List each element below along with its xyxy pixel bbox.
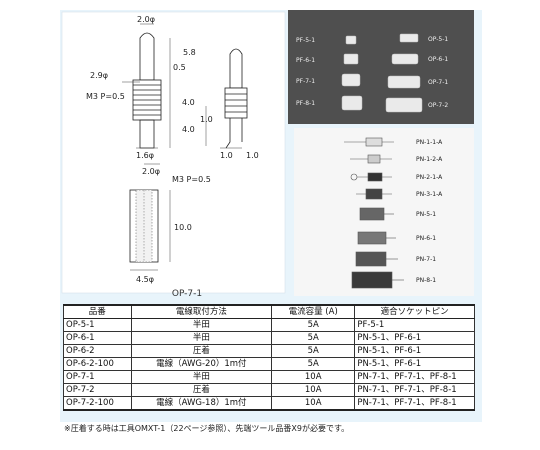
photo-label-pn-7-1: PN-7-1 xyxy=(416,256,436,263)
pin-crimp-view xyxy=(224,48,248,149)
header-part-number: 品番 xyxy=(63,304,132,319)
table-row: OP-7-2-100 電線（AWG-18）1m付 10A PN-7-1、PF-7… xyxy=(63,396,475,411)
cell-part: OP-5-1 xyxy=(63,318,132,332)
cell-socket: PN-7-1、PF-7-1、PF-8-1 xyxy=(354,396,475,411)
drawing-caption: OP-7-1 xyxy=(171,289,203,299)
pin-side-view xyxy=(132,32,162,149)
dim-len-10h: 1.0 xyxy=(220,151,233,160)
cell-method: 電線（AWG-18）1m付 xyxy=(130,396,273,411)
photo-label-pn-6-1: PN-6-1 xyxy=(416,235,436,242)
photo-label-pf-5-1: PF-5-1 xyxy=(296,37,315,44)
dim-len-05: 0.5 xyxy=(173,63,186,72)
dim-len-40b: 4.0 xyxy=(182,125,195,134)
cell-part: OP-6-1 xyxy=(63,331,132,345)
technical-drawing: 2.0φ 2.9φ M3 P=0.5 0.5 5.8 4.0 4.0 1.0 1… xyxy=(61,11,286,294)
photo-label-pn-3-1-a: PN-3-1-A xyxy=(416,191,443,198)
product-photo-pins: PN-1-1-A PN-1-2-A PN-2-1-A PN-3-1-A PN-5… xyxy=(294,128,474,296)
cell-current: 5A xyxy=(271,344,356,358)
cell-part: OP-7-2-100 xyxy=(63,396,132,411)
table-row: OP-6-1 半田 5A PN-5-1、PF-6-1 xyxy=(63,331,475,345)
dim-diameter-sleeve: 4.5φ xyxy=(136,275,154,284)
cell-method: 半田 xyxy=(130,370,273,384)
product-photo-plugs: PF-5-1 PF-6-1 PF-7-1 PF-8-1 OP-5-1 OP-6-… xyxy=(288,10,474,124)
cell-current: 10A xyxy=(271,383,356,397)
dim-len-10v: 1.0 xyxy=(200,115,213,124)
table-row: OP-6-2 圧着 5A PN-5-1、PF-6-1 xyxy=(63,344,475,358)
photo-label-op-7-1: OP-7-1 xyxy=(428,79,448,86)
table-row: OP-7-1 半田 10A PN-7-1、PF-7-1、PF-8-1 xyxy=(63,370,475,384)
photo-label-pn-2-1-a: PN-2-1-A xyxy=(416,174,443,181)
cell-socket: PN-5-1、PF-6-1 xyxy=(354,344,475,358)
photo-label-pf-7-1: PF-7-1 xyxy=(296,78,315,85)
cell-socket: PN-5-1、PF-6-1 xyxy=(354,357,475,371)
dim-diameter-top: 2.0φ xyxy=(137,15,155,24)
cell-socket: PN-5-1、PF-6-1 xyxy=(354,331,475,345)
photo-label-pn-1-2-a: PN-1-2-A xyxy=(416,156,443,163)
table-row: OP-7-2 圧着 10A PN-7-1、PF-7-1、PF-8-1 xyxy=(63,383,475,397)
cell-method: 電線（AWG-20）1m付 xyxy=(130,357,273,371)
cell-socket: PF-5-1 xyxy=(354,318,475,332)
dim-len-40a: 4.0 xyxy=(182,98,195,107)
table-row: OP-5-1 半田 5A PF-5-1 xyxy=(63,318,475,332)
dim-diameter-bottom: 2.0φ xyxy=(142,167,160,176)
table-row: OP-6-2-100 電線（AWG-20）1m付 5A PN-5-1、PF-6-… xyxy=(63,357,475,371)
photo-label-pn-1-1-a: PN-1-1-A xyxy=(416,139,443,146)
dim-len-58: 5.8 xyxy=(183,48,196,57)
photo-label-op-7-2: OP-7-2 xyxy=(428,102,448,109)
dim-thread-top: M3 P=0.5 xyxy=(86,92,125,101)
cell-current: 5A xyxy=(271,318,356,332)
spec-table: 品番 電線取付方法 電流容量 (A) 適合ソケットピン OP-5-1 半田 5A… xyxy=(63,304,475,411)
header-current-capacity: 電流容量 (A) xyxy=(271,304,356,319)
cell-current: 10A xyxy=(271,370,356,384)
dim-thread-bottom: M3 P=0.5 xyxy=(172,175,211,184)
cell-current: 5A xyxy=(271,331,356,345)
dim-diameter-collar: 2.9φ xyxy=(90,71,108,80)
cell-socket: PN-7-1、PF-7-1、PF-8-1 xyxy=(354,383,475,397)
cell-current: 5A xyxy=(271,357,356,371)
photo-label-pf-6-1: PF-6-1 xyxy=(296,57,315,64)
cell-method: 半田 xyxy=(130,331,273,345)
photo-label-pn-5-1: PN-5-1 xyxy=(416,211,436,218)
cell-current: 10A xyxy=(271,396,356,411)
cell-part: OP-6-2 xyxy=(63,344,132,358)
photo-label-pf-8-1: PF-8-1 xyxy=(296,100,315,107)
footnote: ※圧着する時は工具OMXT-1（22ページ参照）、先端ツール品番X9が必要です。 xyxy=(64,424,350,433)
sleeve-view xyxy=(129,189,159,263)
header-wire-method: 電線取付方法 xyxy=(130,304,273,319)
cell-method: 圧着 xyxy=(130,344,273,358)
cell-socket: PN-7-1、PF-7-1、PF-8-1 xyxy=(354,370,475,384)
photo-label-pn-8-1: PN-8-1 xyxy=(416,277,436,284)
photo-label-op-6-1: OP-6-1 xyxy=(428,56,448,63)
table-header-row: 品番 電線取付方法 電流容量 (A) 適合ソケットピン xyxy=(63,304,475,319)
cell-part: OP-7-2 xyxy=(63,383,132,397)
header-socket-pin: 適合ソケットピン xyxy=(354,304,475,319)
dim-diameter-shank: 1.6φ xyxy=(136,151,154,160)
dim-len-100: 10.0 xyxy=(174,223,192,232)
cell-part: OP-7-1 xyxy=(63,370,132,384)
photo-label-op-5-1: OP-5-1 xyxy=(428,36,448,43)
cell-method: 半田 xyxy=(130,318,273,332)
cell-part: OP-6-2-100 xyxy=(63,357,132,371)
cell-method: 圧着 xyxy=(130,383,273,397)
dim-len-10r: 1.0 xyxy=(246,151,259,160)
